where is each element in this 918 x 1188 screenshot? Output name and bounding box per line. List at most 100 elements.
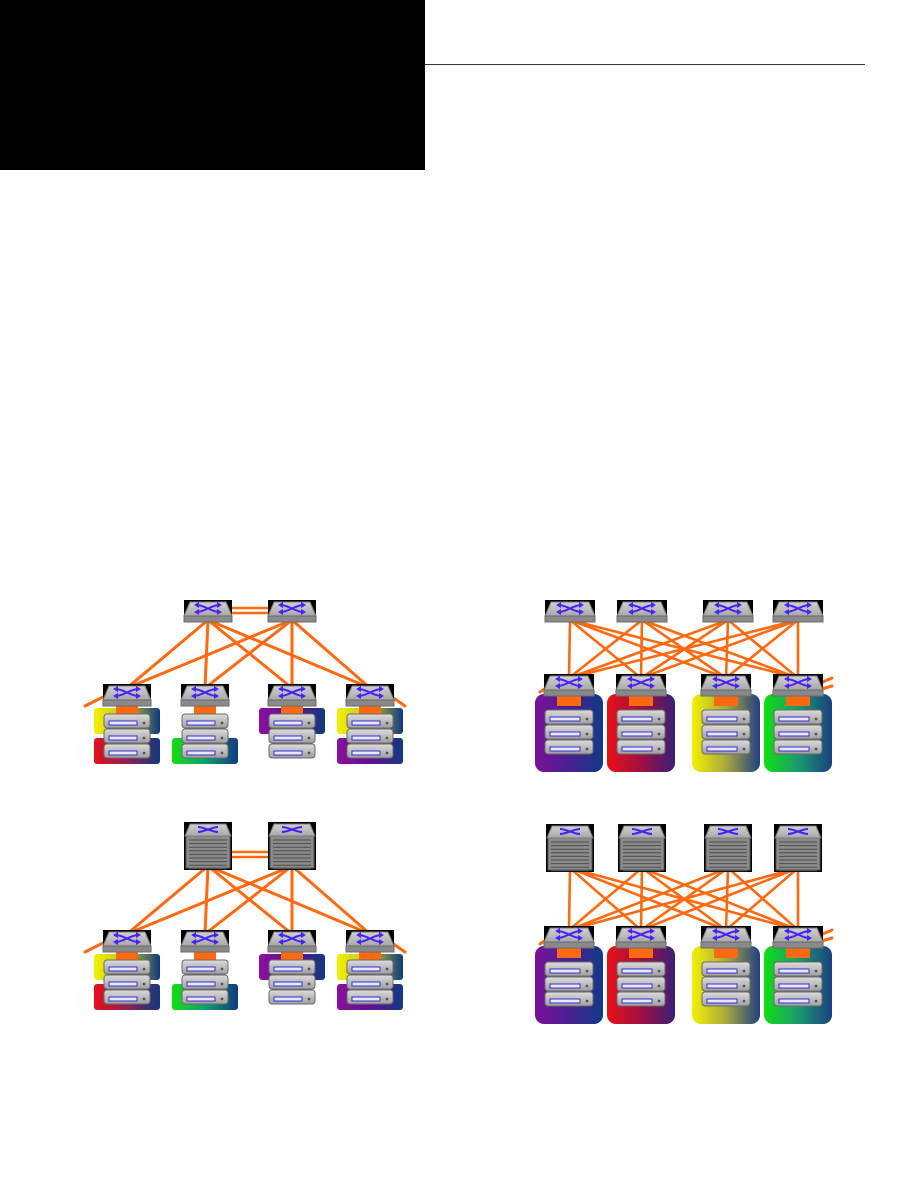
- diagram-bottom-right: [535, 824, 832, 1024]
- server-stack: [616, 961, 666, 1007]
- chassis-switch-icon: [268, 822, 316, 870]
- server-icon: [616, 739, 666, 755]
- server-icon: [181, 728, 229, 744]
- switch-icon: [345, 930, 395, 953]
- access-node: [259, 684, 325, 759]
- server-icon: [268, 959, 316, 975]
- switch-icon: [267, 684, 317, 707]
- server-stack: [103, 713, 151, 759]
- uplink: [203, 618, 294, 690]
- server-stack: [268, 713, 316, 759]
- server-stack: [701, 709, 751, 755]
- access-node: [172, 930, 238, 1010]
- switch-icon: [615, 674, 667, 697]
- uplink: [724, 866, 800, 932]
- access-node: [607, 674, 675, 772]
- uplink: [567, 618, 644, 680]
- access-node: [764, 674, 832, 772]
- server-stack: [544, 709, 594, 755]
- uplink: [125, 864, 210, 936]
- server-icon: [544, 739, 594, 755]
- server-icon: [268, 974, 316, 990]
- switch-icon: [543, 926, 595, 949]
- access-node: [337, 930, 403, 1010]
- uplink: [639, 618, 800, 680]
- server-icon: [544, 709, 594, 725]
- server-icon: [773, 961, 823, 977]
- chassis-switch-icon: [184, 822, 232, 870]
- access-node: [94, 930, 160, 1010]
- server-icon: [181, 989, 229, 1005]
- server-icon: [103, 989, 151, 1005]
- switch-icon: [544, 600, 596, 623]
- server-icon: [268, 743, 316, 759]
- switch-icon: [267, 600, 317, 623]
- access-node: [607, 926, 675, 1024]
- access-node: [764, 926, 832, 1024]
- switch-icon: [180, 684, 230, 707]
- header-black-block: [0, 0, 425, 170]
- switch-icon: [772, 674, 824, 697]
- chassis-switch-icon: [546, 824, 594, 872]
- server-icon: [616, 961, 666, 977]
- links-layer: [83, 606, 834, 954]
- uplink: [206, 618, 372, 690]
- diagram-top-left: [94, 600, 403, 764]
- server-icon: [268, 728, 316, 744]
- server-icon: [773, 991, 823, 1007]
- server-icon: [346, 713, 394, 729]
- server-icon: [701, 961, 751, 977]
- uplink: [290, 618, 372, 690]
- server-icon: [103, 743, 151, 759]
- diagram-top-right: [535, 600, 832, 772]
- server-icon: [616, 724, 666, 740]
- server-icon: [773, 976, 823, 992]
- switch-icon: [772, 600, 824, 623]
- switch-icon: [267, 930, 317, 953]
- server-icon: [103, 959, 151, 975]
- server-icon: [616, 991, 666, 1007]
- uplink: [639, 866, 800, 932]
- switch-icon: [615, 926, 667, 949]
- nodes-layer: [94, 600, 832, 1024]
- switch-icon: [180, 930, 230, 953]
- switch-icon: [183, 600, 233, 623]
- server-icon: [103, 728, 151, 744]
- uplink: [567, 866, 644, 932]
- server-stack: [544, 961, 594, 1007]
- uplink: [639, 866, 644, 932]
- server-icon: [773, 739, 823, 755]
- uplink: [567, 866, 730, 932]
- server-stack: [773, 709, 823, 755]
- server-icon: [346, 959, 394, 975]
- uplink: [567, 866, 572, 932]
- uplink: [567, 618, 572, 680]
- server-icon: [773, 709, 823, 725]
- server-icon: [544, 976, 594, 992]
- access-node: [94, 684, 160, 764]
- server-icon: [346, 989, 394, 1005]
- uplink: [724, 618, 800, 680]
- server-icon: [701, 976, 751, 992]
- uplink: [125, 618, 210, 690]
- server-icon: [181, 959, 229, 975]
- server-icon: [346, 728, 394, 744]
- server-icon: [346, 974, 394, 990]
- access-node: [172, 684, 238, 764]
- server-icon: [773, 724, 823, 740]
- chassis-switch-icon: [704, 824, 752, 872]
- chassis-switch-icon: [618, 824, 666, 872]
- uplink: [724, 618, 730, 680]
- server-icon: [701, 739, 751, 755]
- server-icon: [616, 709, 666, 725]
- server-icon: [544, 961, 594, 977]
- server-icon: [701, 709, 751, 725]
- server-icon: [544, 991, 594, 1007]
- server-icon: [181, 743, 229, 759]
- uplink: [567, 866, 800, 932]
- access-node: [259, 930, 325, 1005]
- server-stack: [773, 961, 823, 1007]
- switch-icon: [616, 600, 668, 623]
- server-icon: [103, 713, 151, 729]
